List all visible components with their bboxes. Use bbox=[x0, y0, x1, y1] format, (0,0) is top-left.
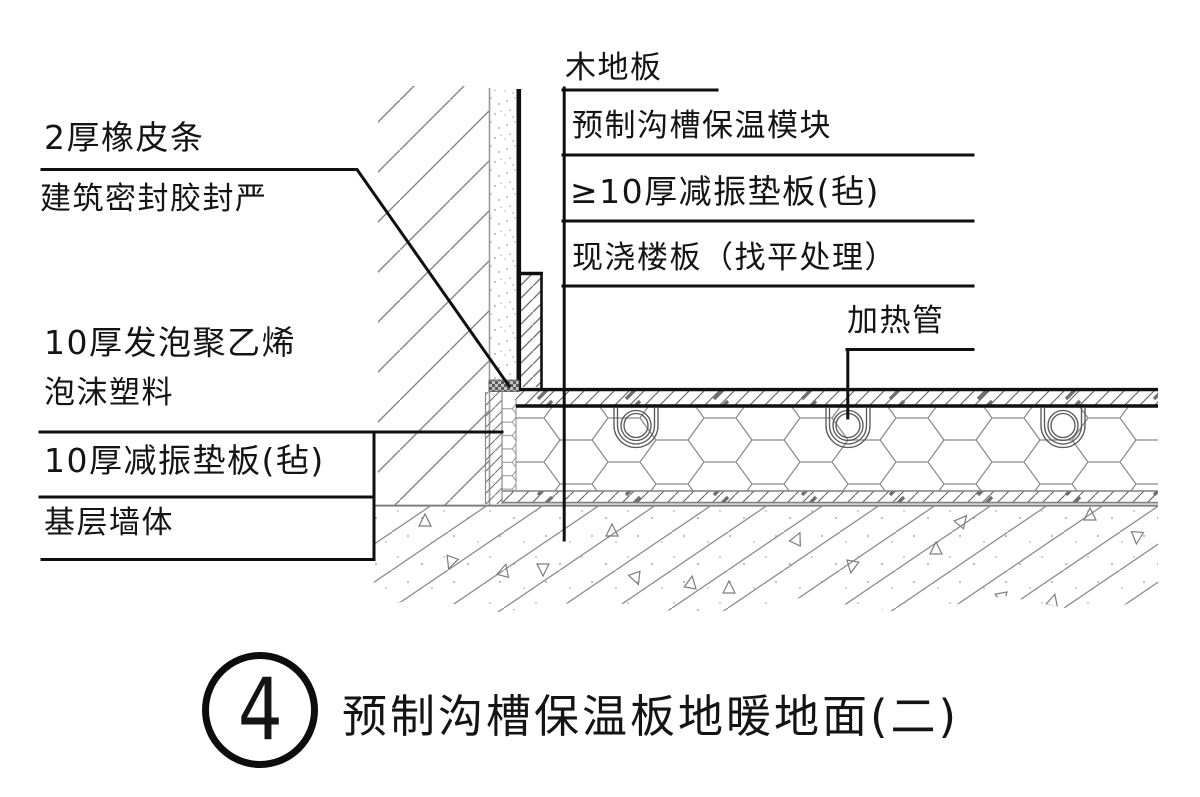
label-sealant: 建筑密封胶封严 bbox=[40, 181, 268, 217]
label-base-wall: 基层墙体 bbox=[44, 505, 174, 541]
label-cast-slab: 现浇楼板（找平处理） bbox=[572, 240, 897, 276]
label-damping-pad-floor: ≥10厚减振垫板(毡) bbox=[570, 172, 880, 211]
concrete-aggregate-triangles bbox=[418, 506, 1145, 609]
label-damping-pad-wall: 10厚减振垫板(毡) bbox=[44, 441, 325, 480]
concrete-slab bbox=[374, 505, 1158, 615]
label-pe-foam-line2: 泡沫塑料 bbox=[44, 375, 174, 411]
pe-foam-vertical-strip bbox=[490, 90, 517, 382]
insulation-module-layer bbox=[516, 406, 1158, 491]
base-wall-hatch bbox=[378, 86, 491, 505]
edge-damping-strip bbox=[484, 392, 503, 504]
bottom-damping-layer bbox=[502, 490, 1158, 504]
detail-number-badge: 4 bbox=[202, 652, 318, 768]
leader-rubber-strip bbox=[40, 168, 512, 389]
label-wood-floor: 木地板 bbox=[565, 50, 663, 86]
skirting-board bbox=[517, 271, 543, 389]
label-rubber-strip: 2厚橡皮条 bbox=[44, 118, 205, 157]
label-heating-pipe: 加热管 bbox=[847, 303, 945, 339]
label-pe-foam-line1: 10厚发泡聚乙烯 bbox=[44, 323, 296, 362]
heating-pipe-3 bbox=[1040, 408, 1086, 449]
label-insulation-module: 预制沟槽保温模块 bbox=[572, 108, 832, 144]
edge-foam-column bbox=[502, 399, 517, 491]
wood-floor-layer bbox=[516, 387, 1158, 408]
heating-pipe-1 bbox=[613, 408, 659, 449]
detail-title: 预制沟槽保温板地暖地面(二) bbox=[342, 690, 960, 743]
rubber-seal-block bbox=[488, 379, 520, 392]
detail-number: 4 bbox=[237, 660, 283, 760]
leader-lines bbox=[38, 86, 975, 561]
